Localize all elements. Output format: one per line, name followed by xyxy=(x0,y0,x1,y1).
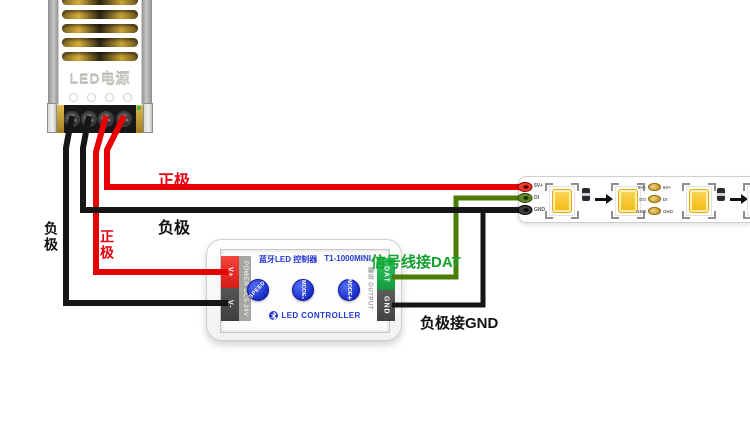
label-negative-side: 负极 xyxy=(43,221,59,253)
led-emitter xyxy=(618,189,638,213)
cert-mark-icon xyxy=(87,93,96,102)
terminal-screw xyxy=(98,111,114,127)
controller-title: 蓝牙LED 控制器 T1-1000MINI xyxy=(253,254,377,265)
psu-side-rail xyxy=(48,0,58,104)
led-chip xyxy=(611,183,645,219)
solder-pad xyxy=(648,195,661,203)
terminal-screw xyxy=(116,111,132,127)
speed-button: SPEED xyxy=(247,279,269,301)
direction-arrow-icon xyxy=(730,194,748,204)
psu-mount-flange xyxy=(143,103,153,133)
strip-pad-label-gnd: GND xyxy=(534,207,546,213)
bluetooth-icon xyxy=(269,311,279,320)
terminal-screw xyxy=(64,111,80,127)
controller-model: T1-1000MINI xyxy=(324,254,371,263)
mode-plus-label: MODE+ xyxy=(345,279,354,301)
led-power-supply: LED电源 xyxy=(47,0,153,134)
vent-slot xyxy=(62,10,138,19)
controller-output-pad-gnd: GND xyxy=(377,290,395,321)
psu-indicator-led xyxy=(137,106,141,110)
vent-slot xyxy=(62,52,138,61)
controller-output-side-strip: 输出 OUTPUT xyxy=(364,256,376,321)
terminal-gold-rail xyxy=(57,105,64,133)
label-positive-side: 正极 xyxy=(99,229,115,261)
direction-arrow-icon xyxy=(595,194,613,204)
psu-side-rail xyxy=(142,0,152,104)
vent-slot xyxy=(62,24,138,33)
output-side-label: 输出 OUTPUT xyxy=(366,267,373,310)
label-negative-top: 负极 xyxy=(158,220,191,237)
led-emitter xyxy=(689,189,709,213)
label-negative-gnd: 负极接GND xyxy=(420,315,499,332)
pad-label: V- xyxy=(226,300,234,309)
pad-label: GND xyxy=(382,296,390,315)
strip-pad-label-di: DI xyxy=(534,195,539,201)
pad-label: V+ xyxy=(226,266,234,278)
mode-minus-button: MODE- xyxy=(292,279,314,301)
terminal-screw xyxy=(81,111,97,127)
strip-pad-label-5v: 5V+ xyxy=(534,183,544,189)
cert-mark-icon xyxy=(69,93,78,102)
label-positive-top: 正极 xyxy=(158,173,191,190)
psu-face xyxy=(58,0,142,105)
power-side-label: POWER DC5-24V xyxy=(242,260,248,317)
led-emitter xyxy=(552,189,572,213)
controller-power-side-strip: POWER DC5-24V xyxy=(239,256,251,321)
resistor xyxy=(582,188,590,201)
controller-output-pad-dat: DAT xyxy=(377,258,395,290)
resistor xyxy=(717,188,725,201)
mode-minus-label: MODE- xyxy=(299,280,308,300)
controller-input-pad-vminus: V- xyxy=(221,288,239,321)
led-chip xyxy=(545,183,579,219)
led-chip xyxy=(743,183,750,219)
controller-footer: LED CONTROLLER xyxy=(253,311,377,320)
cert-mark-icon xyxy=(105,93,114,102)
strip-junction-row: 5V+5V+ xyxy=(637,183,672,191)
speed-button-label: SPEED xyxy=(248,280,268,300)
solder-pad xyxy=(648,183,661,191)
psu-label: LED电源 xyxy=(69,71,131,87)
cert-mark-icon xyxy=(123,93,132,102)
controller-footer-text: LED CONTROLLER xyxy=(281,311,361,320)
mode-plus-button: MODE+ xyxy=(338,279,360,301)
vent-slot xyxy=(62,0,138,5)
pad-label: DAT xyxy=(382,265,390,283)
controller-name: 蓝牙LED 控制器 xyxy=(259,255,318,264)
controller-input-pad-vplus: V+ xyxy=(221,256,239,288)
led-chip xyxy=(682,183,716,219)
psu-mount-flange xyxy=(47,103,57,133)
solder-pad xyxy=(648,207,661,215)
label-signal-dat: 信号线接DAT xyxy=(371,254,461,271)
wire-negative-to-controller xyxy=(63,115,228,306)
vent-slot xyxy=(62,38,138,47)
